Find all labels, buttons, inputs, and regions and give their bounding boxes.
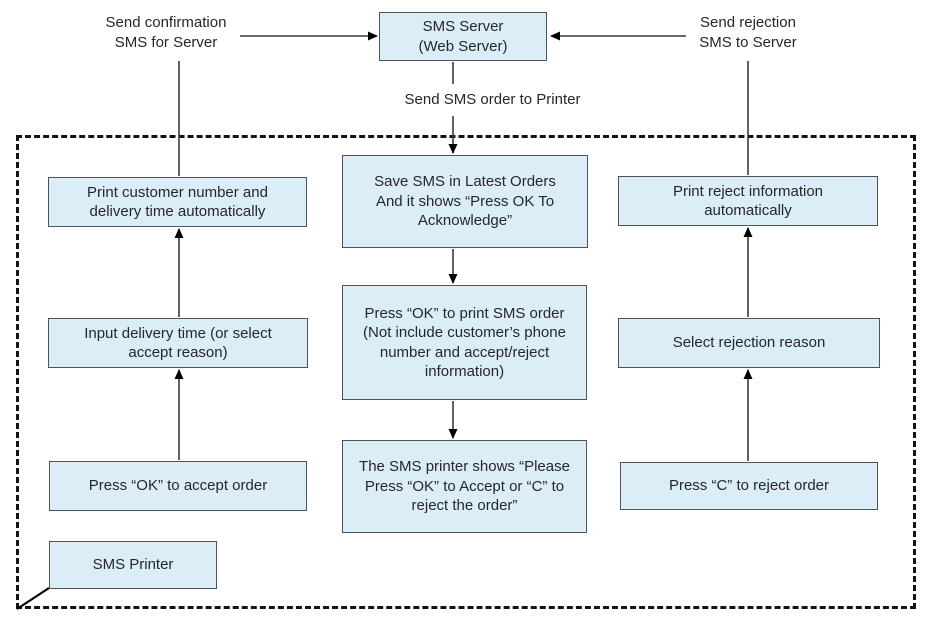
label-send-sms-order: Send SMS order to Printer (404, 91, 581, 109)
node-save-sms-latest-orders: Save SMS in Latest Orders And it shows “… (342, 155, 588, 248)
node-select-rejection-reason: Select rejection reason (618, 318, 880, 368)
node-press-c-reject-order: Press “C” to reject order (620, 462, 878, 510)
node-print-reject-information: Print reject information automatically (618, 176, 878, 226)
node-press-ok-print-order: Press “OK” to print SMS order (Not inclu… (342, 285, 587, 400)
node-sms-printer-label: SMS Printer (49, 541, 217, 589)
node-input-delivery-time: Input delivery time (or select accept re… (48, 318, 308, 368)
node-press-ok-accept-order: Press “OK” to accept order (49, 461, 307, 511)
sms-printer-boundary (16, 135, 916, 609)
line-sms-printer-callout (16, 587, 50, 610)
label-send-rejection: Send rejection SMS to Server (699, 14, 797, 51)
node-printer-shows-prompt: The SMS printer shows “Please Press “OK”… (342, 440, 587, 533)
node-print-customer-number: Print customer number and delivery time … (48, 177, 307, 227)
node-sms-server: SMS Server (Web Server) (379, 12, 547, 61)
label-send-confirmation: Send confirmation SMS for Server (105, 14, 227, 51)
